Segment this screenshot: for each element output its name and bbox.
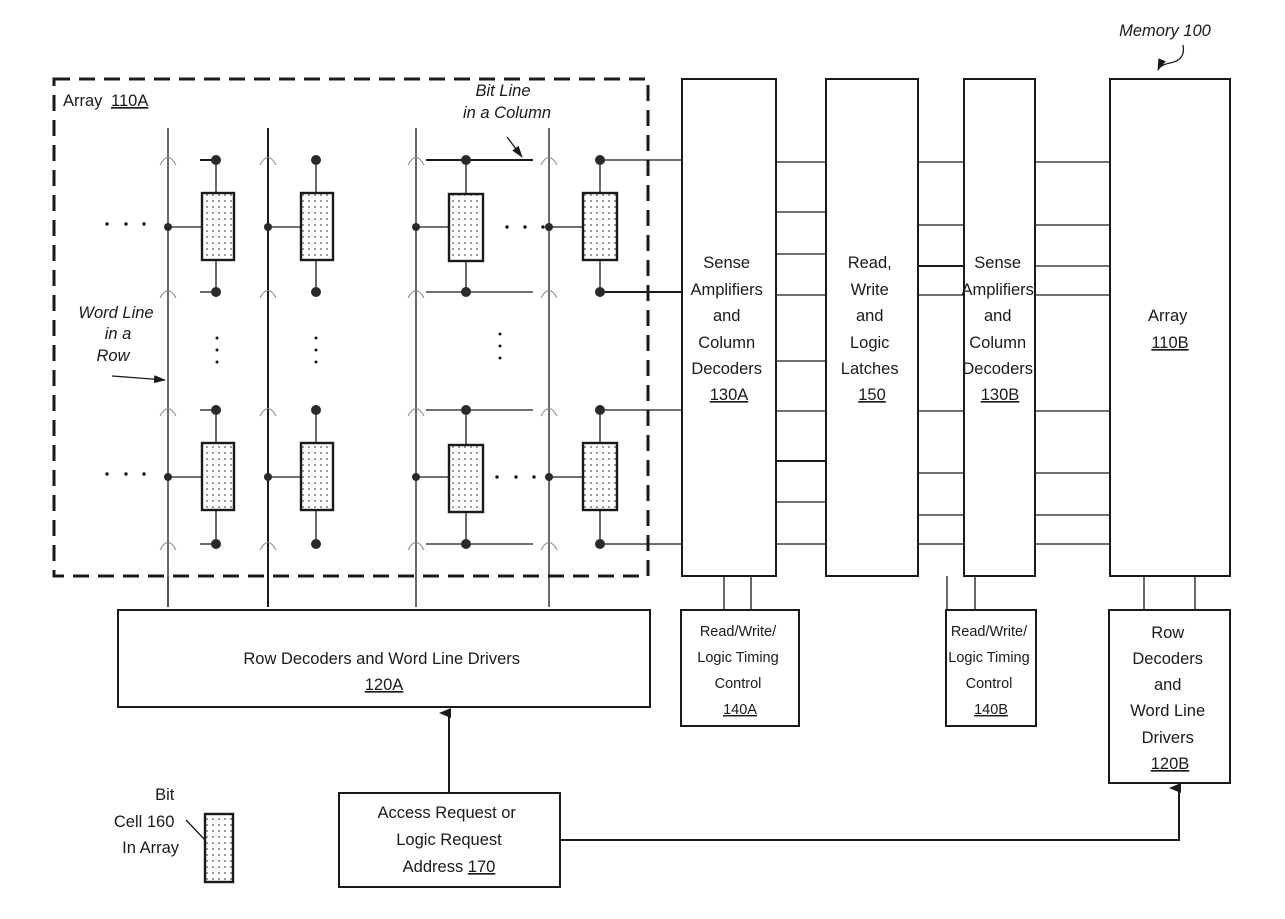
array-110a-label: Array 110A — [63, 92, 148, 110]
bit-cell — [545, 405, 619, 549]
latches-150-label: Read, Write and Logic Latches 150 — [841, 254, 903, 404]
word-line-annotation-line1: Word Line — [78, 304, 153, 322]
bit-cell-legend: Bit Cell 160 In Array — [114, 786, 235, 884]
bit-cell — [264, 405, 335, 549]
bit-cell-legend-sample — [203, 812, 235, 884]
word-line-annotation: Word Line in a Row — [78, 304, 166, 384]
bit-cell — [412, 405, 485, 549]
timing-control-140b-label: Read/Write/ Logic Timing Control 140B — [948, 624, 1033, 718]
bit-cell — [412, 155, 485, 297]
word-lines — [167, 128, 550, 607]
bit-line-annotation: Bit Line in a Column — [463, 82, 551, 158]
row-decoders-120a: Row Decoders and Word Line Drivers 120A — [117, 609, 651, 708]
row-decoders-120a-label: Row Decoders and Word Line Drivers 120A — [243, 650, 524, 694]
bit-cell-legend-leader — [185, 819, 206, 841]
timing-control-140a: Read/Write/ Logic Timing Control 140A — [680, 609, 800, 727]
sense-amplifiers-130a: Sense Amplifiers and Column Decoders 130… — [681, 78, 777, 577]
row-decoders-120b: Row Decoders and Word Line Drivers 120B — [1108, 609, 1231, 784]
bit-line-annotation-line1: Bit Line — [475, 82, 530, 100]
memory-100-callout: Memory 100 — [1119, 22, 1212, 71]
sense-amplifiers-130b-label: Sense Amplifiers and Column Decoders 130… — [961, 254, 1038, 404]
bit-cell — [264, 155, 335, 297]
bit-cells — [164, 155, 619, 549]
word-line-arrow — [111, 375, 166, 384]
bit-line-arrow — [506, 136, 523, 158]
crossover-hops — [159, 157, 558, 551]
memory-100-label: Memory 100 — [1119, 22, 1212, 40]
array-110a-boundary — [52, 77, 650, 578]
word-line-annotation-line3: Row — [96, 347, 130, 365]
sense-amplifiers-130b: Sense Amplifiers and Column Decoders 130… — [961, 78, 1038, 577]
bit-cell — [164, 405, 236, 549]
bit-lines — [200, 159, 682, 545]
bit-cell — [164, 155, 236, 297]
access-request-170-label: Access Request or Logic Request — [377, 804, 520, 849]
array-110a: Array 110A — [52, 77, 682, 607]
bit-line-annotation-line2: in a Column — [463, 104, 551, 122]
array-110b: Array 110B — [1109, 78, 1231, 577]
sense-amplifiers-130a-label: Sense Amplifiers and Column Decoders 130… — [690, 254, 767, 404]
bus-lines — [167, 161, 1196, 610]
row-decoders-120b-label: Row Decoders and Word Line Drivers 120B — [1130, 624, 1210, 773]
bit-cell-legend-label: Bit Cell 160 In Array — [114, 786, 180, 857]
timing-control-140b: Read/Write/ Logic Timing Control 140B — [945, 609, 1037, 727]
access-request-170: Access Request or Logic Request Address … — [338, 708, 1181, 888]
timing-control-140a-label: Read/Write/ Logic Timing Control 140A — [697, 624, 782, 718]
memory-100-leader — [1157, 44, 1185, 71]
bit-cell — [545, 155, 619, 297]
latches-150: Read, Write and Logic Latches 150 — [825, 78, 919, 577]
word-line-annotation-line2: in a — [105, 325, 132, 343]
ellipsis-marks — [105, 222, 545, 479]
array-110b-label: Array 110B — [1148, 307, 1192, 352]
access-request-170-address: Address 170 — [403, 858, 496, 876]
arrow-to-120b — [560, 783, 1181, 841]
